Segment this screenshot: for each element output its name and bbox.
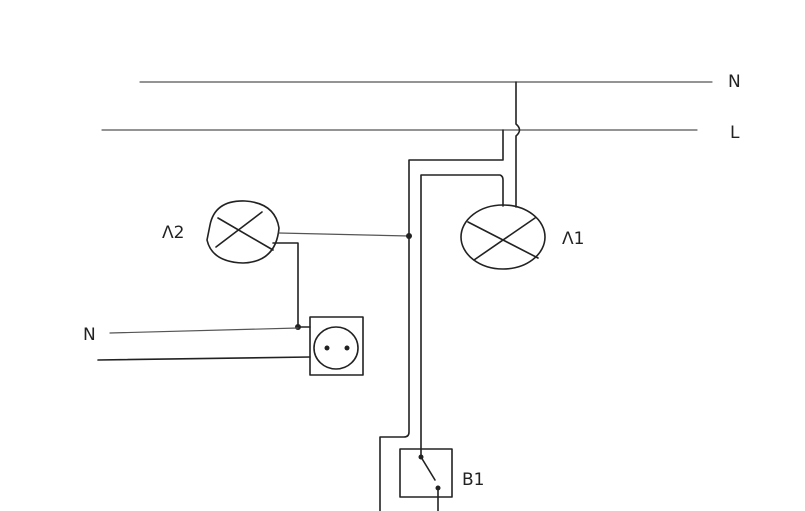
lamp-1-icon <box>460 204 546 270</box>
junction-dot <box>406 233 412 239</box>
lamp-1-label: Λ1 <box>562 229 584 249</box>
line-bus-label: L <box>730 123 740 143</box>
line-feed-wire <box>379 129 504 511</box>
socket-line-wire <box>97 356 311 361</box>
switched-wire <box>420 174 504 456</box>
lamp-2-label: Λ2 <box>162 223 184 243</box>
lamp-2-feed-wire <box>278 232 410 237</box>
lamp-2-return-wire <box>272 242 311 328</box>
socket-icon <box>309 316 364 376</box>
socket-neutral-wire <box>109 327 299 334</box>
switch-label: B1 <box>462 470 484 490</box>
lamp-2-icon <box>206 200 280 264</box>
neutral-bus-label: N <box>728 72 741 92</box>
neutral-drop-wire <box>515 81 521 208</box>
socket-neutral-label: N <box>83 325 96 345</box>
switch-icon <box>399 448 453 511</box>
junction-dot <box>295 324 301 330</box>
